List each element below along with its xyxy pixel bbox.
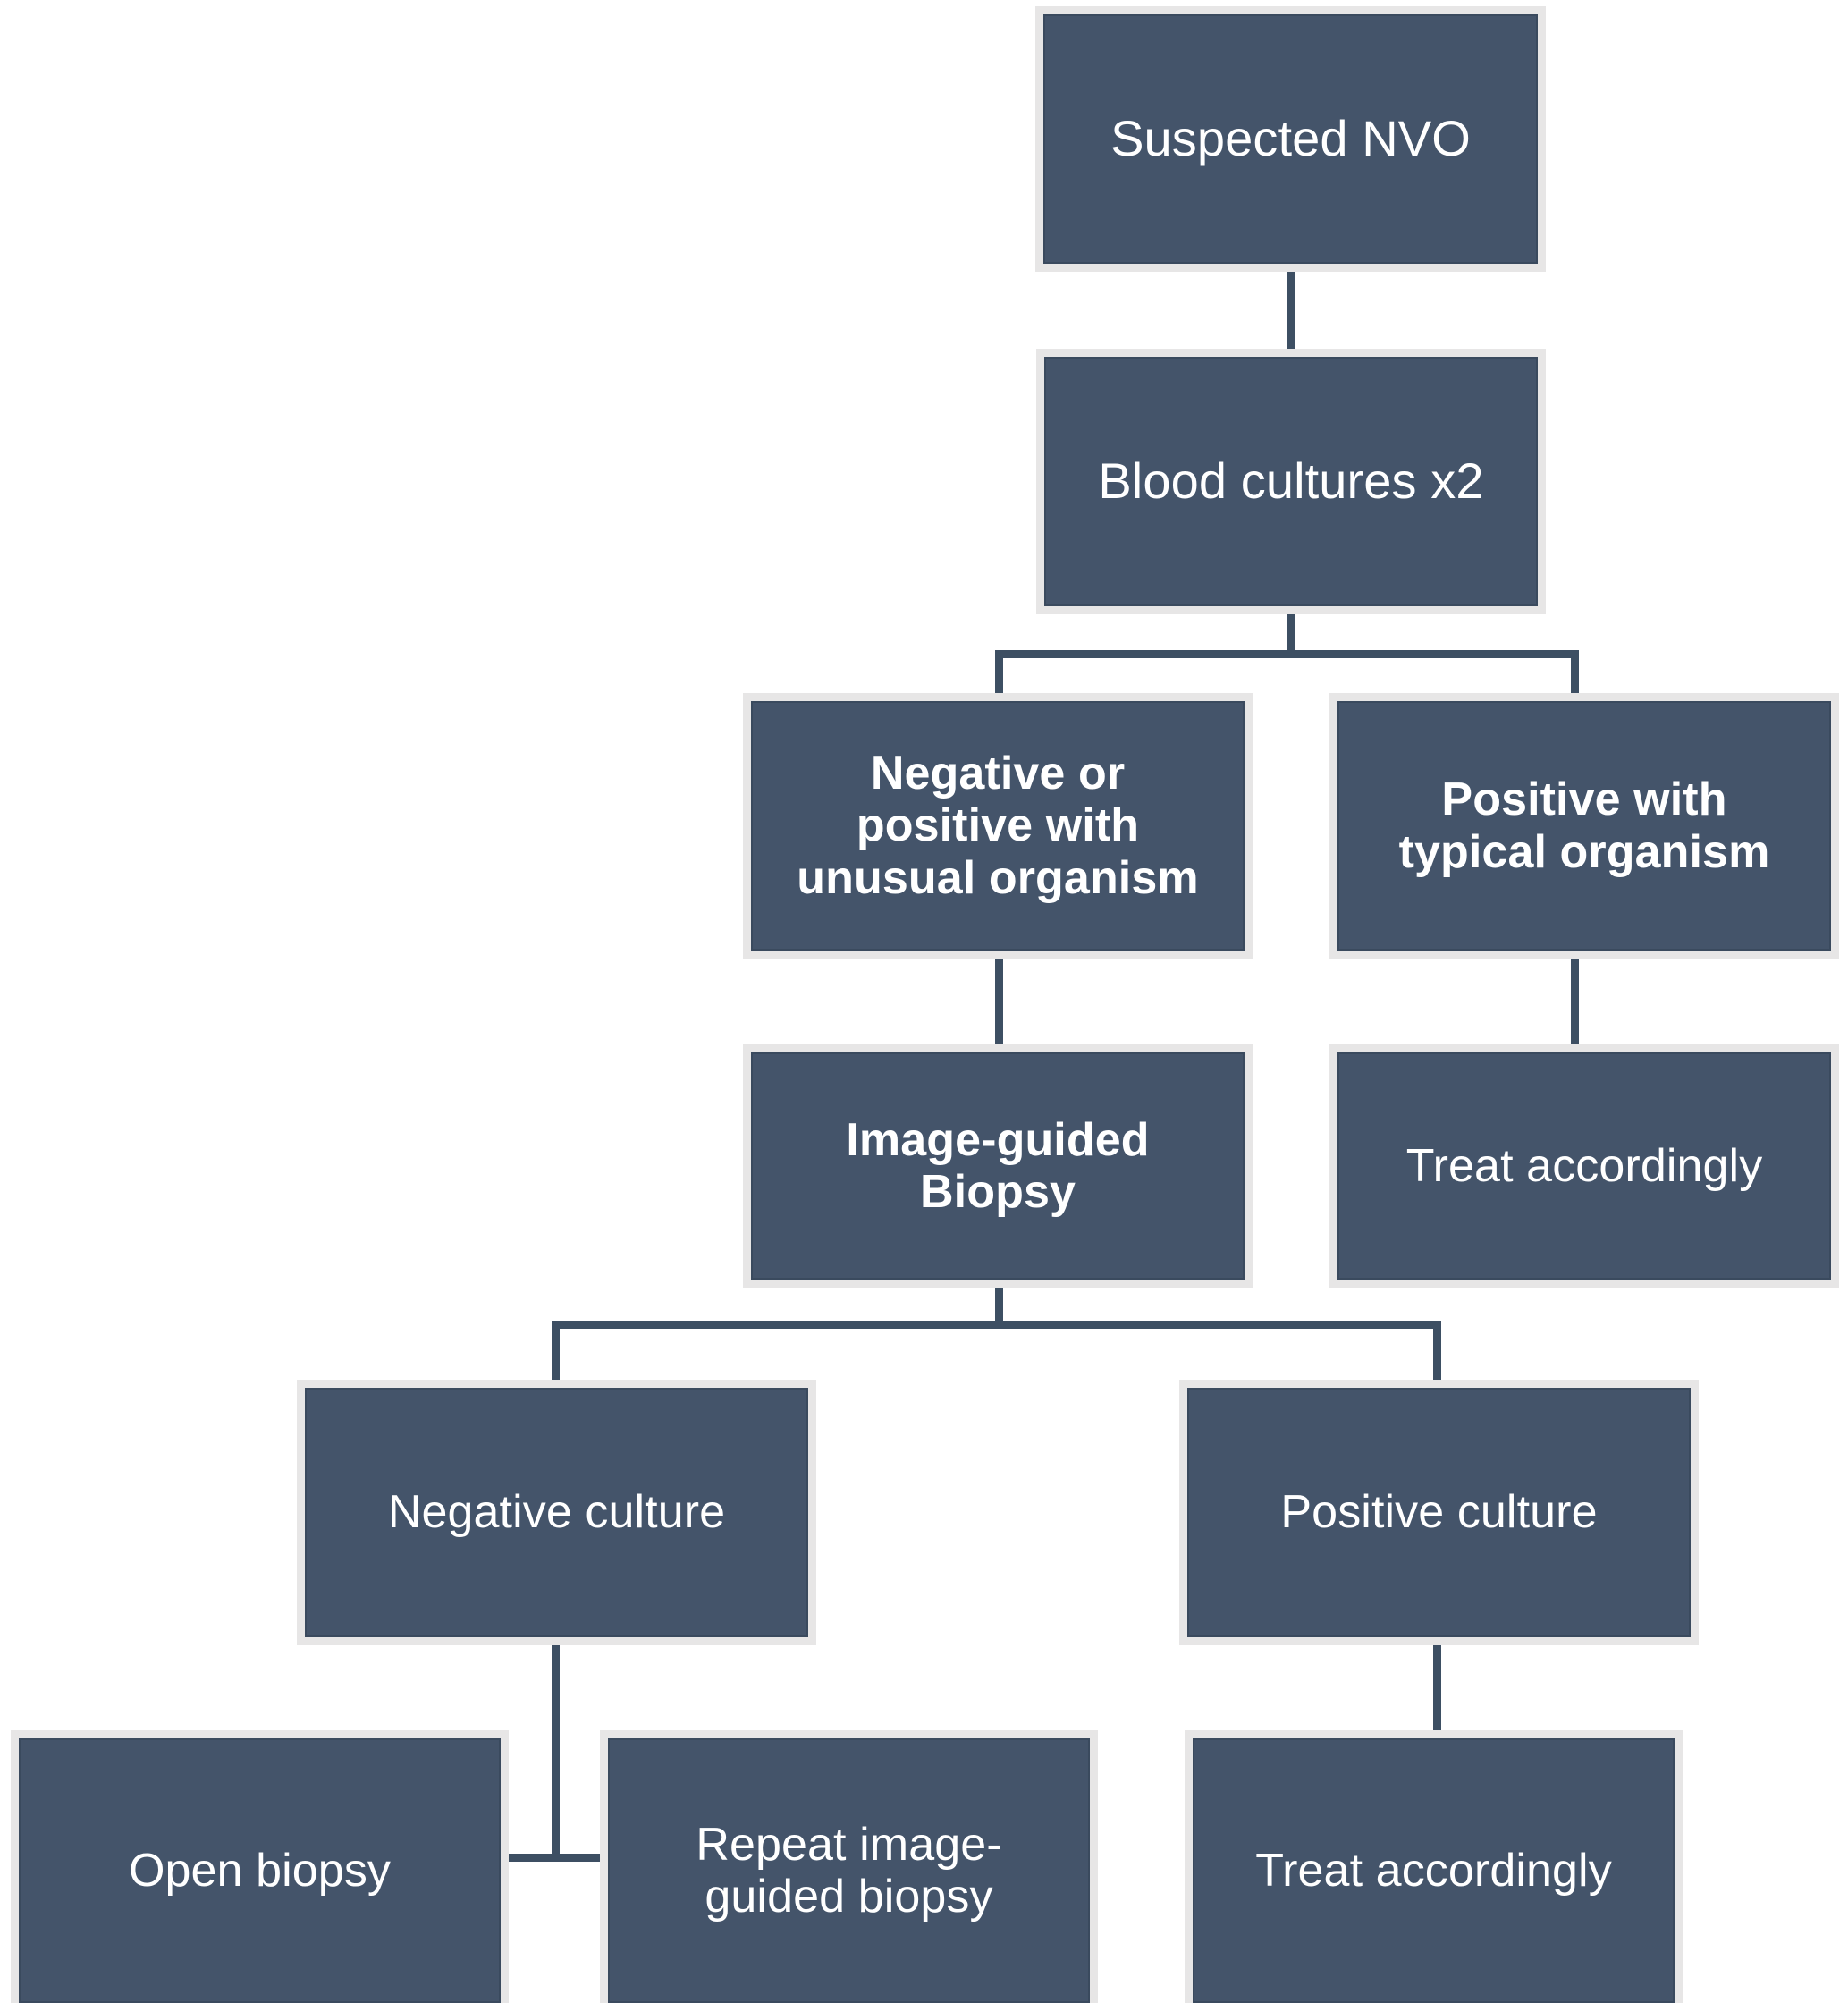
node-treat-accordingly-top[interactable]: Treat accordingly [1329, 1044, 1839, 1288]
connector-negculture-stem [552, 1636, 560, 1860]
node-blood-cultures-label: Blood cultures x2 [1098, 452, 1484, 510]
node-open-biopsy-label: Open biopsy [128, 1844, 392, 1897]
connector-to-negative-culture [552, 1321, 560, 1389]
node-repeat-biopsy[interactable]: Repeat image- guided biopsy [600, 1730, 1098, 2003]
connector-to-negative-or-unusual [995, 650, 1003, 702]
node-negative-or-unusual-label: Negative or positive with unusual organi… [797, 748, 1199, 904]
node-positive-culture-label: Positive culture [1280, 1486, 1598, 1539]
node-blood-cultures[interactable]: Blood cultures x2 [1036, 349, 1546, 614]
node-suspected-nvo-label: Suspected NVO [1110, 110, 1471, 167]
node-negative-or-unusual[interactable]: Negative or positive with unusual organi… [743, 693, 1253, 959]
connector-biopsy-bar [552, 1321, 1441, 1329]
connector-negculture-bar [501, 1854, 608, 1862]
node-treat-accordingly-bottom-label: Treat accordingly [1255, 1844, 1612, 1897]
node-positive-typical[interactable]: Positive with typical organism [1329, 693, 1839, 959]
connector-biopsy-stem [995, 1279, 1003, 1325]
connector-postypical-to-treat [1571, 951, 1579, 1053]
connector-negunusual-to-biopsy [995, 951, 1003, 1053]
node-image-guided-biopsy-label: Image-guided Biopsy [846, 1113, 1150, 1218]
node-positive-typical-label: Positive with typical organism [1398, 773, 1770, 878]
connector-blood-cultures-bar [995, 650, 1579, 658]
connector-blood-cultures-stem [1287, 606, 1295, 655]
node-open-biopsy[interactable]: Open biopsy [11, 1730, 509, 2003]
node-treat-accordingly-bottom[interactable]: Treat accordingly [1185, 1730, 1683, 2003]
connector-posculture-to-treat [1433, 1636, 1441, 1744]
connector-to-positive-typical [1571, 650, 1579, 702]
node-suspected-nvo[interactable]: Suspected NVO [1035, 6, 1546, 272]
connector-to-positive-culture [1433, 1321, 1441, 1389]
node-negative-culture-label: Negative culture [387, 1486, 726, 1539]
node-negative-culture[interactable]: Negative culture [297, 1380, 816, 1645]
node-positive-culture[interactable]: Positive culture [1179, 1380, 1699, 1645]
connector-nvo-to-blood-cultures [1287, 264, 1295, 358]
node-treat-accordingly-top-label: Treat accordingly [1405, 1139, 1763, 1192]
node-image-guided-biopsy[interactable]: Image-guided Biopsy [743, 1044, 1253, 1288]
node-repeat-biopsy-label: Repeat image- guided biopsy [696, 1818, 1002, 1923]
